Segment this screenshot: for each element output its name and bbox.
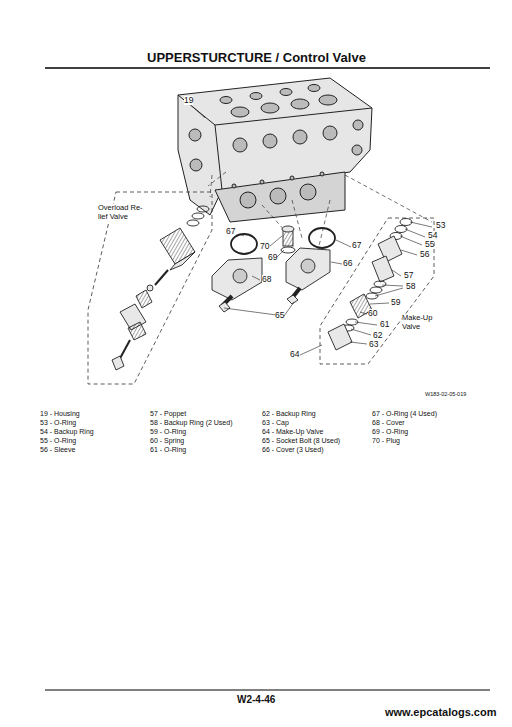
parts-list-entry: 66 - Cover (3 Used): [262, 446, 323, 454]
watermark: www.epcatalogs.com: [385, 706, 496, 718]
parts-list-entry: 65 - Socket Bolt (8 Used): [262, 437, 340, 445]
parts-list-entry: 53 - O-Ring: [40, 419, 76, 427]
callout-number: 54: [428, 231, 437, 240]
parts-list-entry: 61 - O-Ring: [150, 446, 186, 454]
parts-list-entry: 56 - Sleeve: [40, 446, 75, 454]
parts-list-entry: 69 - O-Ring: [372, 428, 408, 436]
guide-lines: [208, 172, 432, 250]
callout-number: 67: [352, 241, 361, 250]
make-up-valve: [328, 219, 412, 351]
overload-relief-valve: [112, 206, 209, 370]
callout-number: 68: [262, 275, 271, 284]
enclosure-label: Overload Re-lief Valve: [98, 204, 146, 221]
callout-number: 60: [368, 309, 377, 318]
parts-list-entry: 70 - Plug: [372, 437, 400, 445]
parts-list-entry: 67 - O-Ring (4 Used): [372, 410, 437, 418]
callout-number: 70: [260, 242, 269, 251]
parts-list-entry: 63 - Cap: [262, 419, 289, 427]
callout-number: 66: [343, 259, 352, 268]
callout-number: 61: [380, 320, 389, 329]
callout-number: 53: [436, 221, 445, 230]
parts-list-entry: 59 - O-Ring: [150, 428, 186, 436]
housing: [178, 78, 372, 222]
parts-list-entry: 57 - Poppet: [150, 410, 186, 418]
parts-list-entry: 62 - Backup Ring: [262, 410, 316, 418]
page-number: W2-4-46: [237, 694, 275, 705]
parts-list-entry: 19 - Housing: [40, 410, 80, 418]
figure-code: W183-02-05-019: [425, 391, 466, 397]
callout-number: 64: [290, 350, 299, 359]
parts-list-entry: 58 - Backup Ring (2 Used): [150, 419, 232, 427]
title-rule: [45, 67, 490, 69]
parts-list-entry: 55 - O-Ring: [40, 437, 76, 445]
callout-number: 19: [184, 96, 193, 105]
callout-number: 65: [275, 311, 284, 320]
callout-number: 62: [373, 331, 382, 340]
parts-list-entry: 54 - Backup Ring: [40, 428, 94, 436]
page-title: UPPERSTURCTURE / Control Valve: [147, 51, 366, 65]
dashed-enclosure: Overload Re-lief Valve: [86, 190, 214, 386]
callout-number: 67: [226, 227, 235, 236]
footer-rule: [45, 690, 490, 691]
parts-list-entry: 64 - Make-Up Valve: [262, 428, 323, 436]
callout-number: 63: [369, 340, 378, 349]
parts-list-entry: 68 - Cover: [372, 419, 405, 427]
callout-number: 58: [406, 282, 415, 291]
callout-number: 59: [391, 298, 400, 307]
callout-number: 69: [268, 253, 277, 262]
leader-lines: [192, 106, 432, 355]
callout-number: 56: [420, 250, 429, 259]
parts-list-entry: 60 - Spring: [150, 437, 184, 445]
covers: [212, 226, 335, 312]
callout-number: 57: [404, 271, 413, 280]
callout-number: 55: [425, 240, 434, 249]
enclosure-label: Make-Up Valve: [402, 314, 434, 331]
